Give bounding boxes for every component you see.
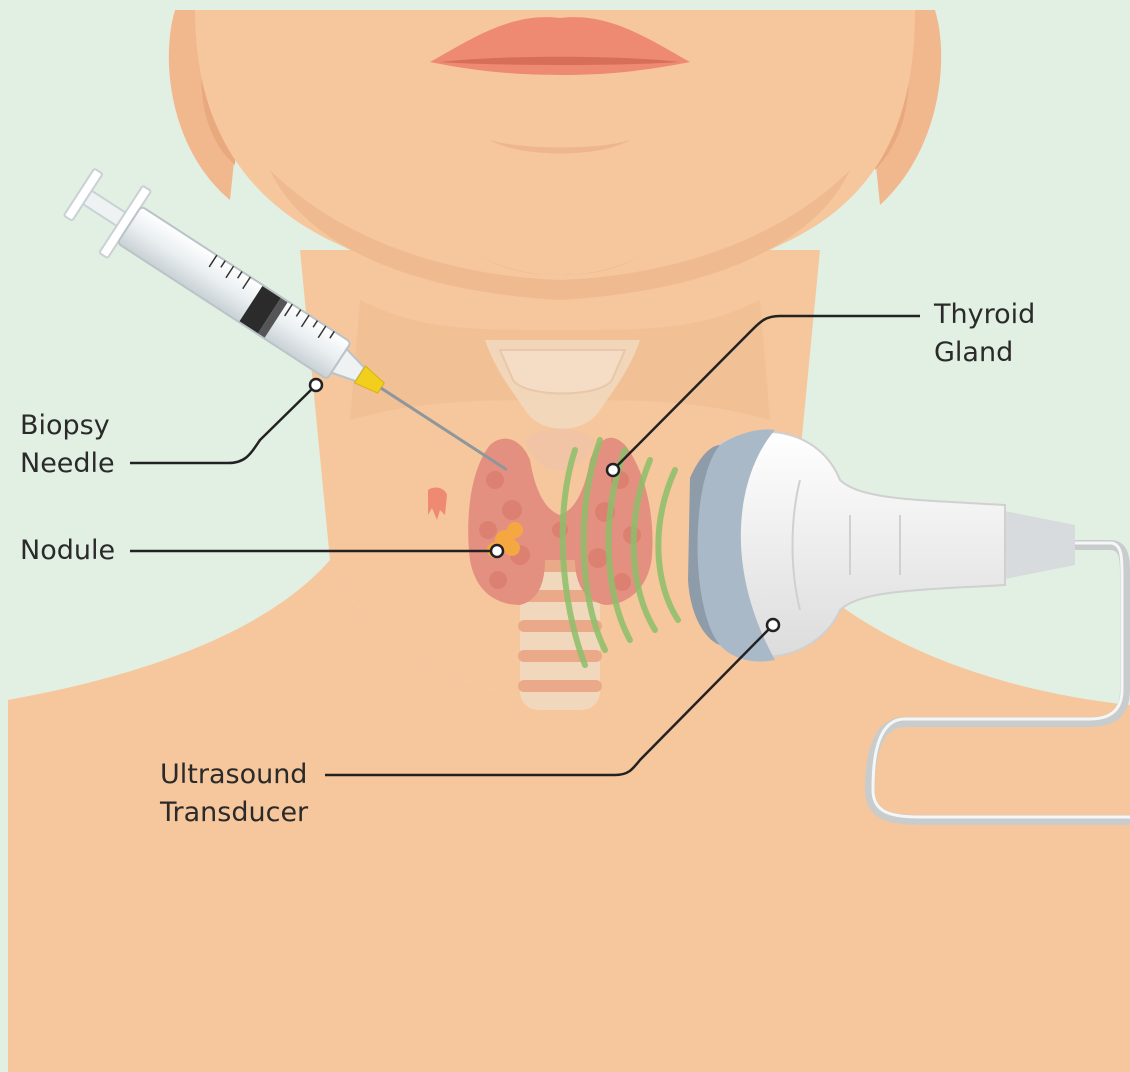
label-nodule: Nodule <box>20 532 115 570</box>
label-thyroid-gland: Thyroid Gland <box>934 296 1035 372</box>
label-ultrasound-transducer: Ultrasound Transducer <box>160 756 308 832</box>
label-thyroid-gland-line2: Gland <box>934 334 1035 372</box>
marker-nodule <box>491 545 503 557</box>
label-ultrasound-transducer-line2: Transducer <box>160 794 308 832</box>
label-biopsy-needle: Biopsy Needle <box>20 407 115 483</box>
marker-thyroid <box>607 464 619 476</box>
marker-biopsy-needle <box>310 379 322 391</box>
label-thyroid-gland-line1: Thyroid <box>934 296 1035 334</box>
label-biopsy-needle-line1: Biopsy <box>20 407 115 445</box>
label-ultrasound-transducer-line1: Ultrasound <box>160 756 308 794</box>
marker-transducer <box>767 619 779 631</box>
label-nodule-line1: Nodule <box>20 532 115 570</box>
label-biopsy-needle-line2: Needle <box>20 445 115 483</box>
